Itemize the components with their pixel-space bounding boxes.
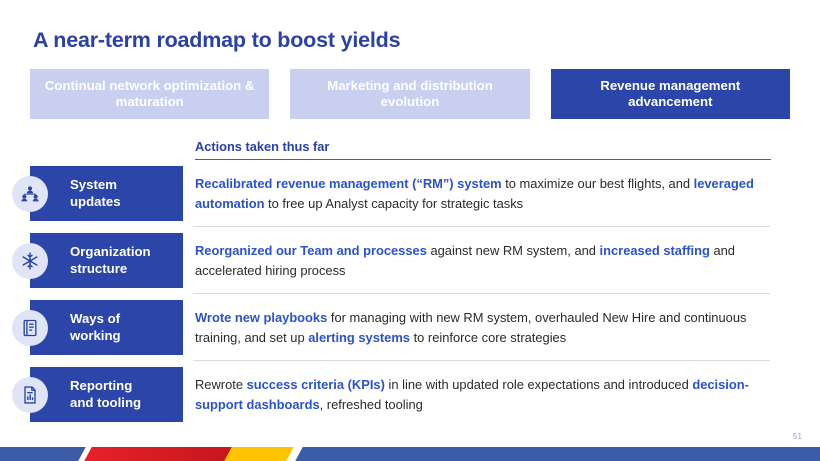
highlight-phrase: success criteria (KPIs) — [246, 376, 385, 392]
highlight-phrase: increased staffing — [599, 242, 710, 258]
actions-taken-header: Actions taken thus far — [195, 139, 771, 161]
row-divider — [193, 226, 770, 227]
highlight-phrase: Reorganized our Team and processes — [195, 242, 427, 258]
row-label-reporting-and-tooling[interactable]: Reporting and tooling — [12, 367, 183, 422]
page-number: 51 — [792, 431, 802, 441]
phase-chip-continual-network[interactable]: Continual network optimization & maturat… — [30, 69, 270, 119]
body-text: to reinforce core strategies — [409, 329, 567, 345]
highlight-phrase: Wrote new playbooks — [195, 309, 328, 325]
phase-chip-marketing-distribution[interactable]: Marketing and distribution evolution — [290, 69, 530, 119]
row-label-text: System updates — [70, 177, 121, 209]
row-label-system-updates[interactable]: System updates — [12, 166, 183, 221]
row-label-text: Ways of working — [70, 311, 121, 343]
header-divider — [195, 159, 771, 161]
highlight-phrase: decision-support dashboards — [195, 376, 749, 412]
body-text: , refreshed tooling — [319, 396, 423, 412]
table-row: Ways of working Wrote new playbooks for … — [12, 300, 790, 361]
row-divider — [193, 293, 770, 294]
phase-chip-row: Continual network optimization & maturat… — [30, 69, 790, 119]
table-row: System updates Recalibrated revenue mana… — [12, 166, 790, 227]
body-text: for managing with new RM system, overhau… — [195, 309, 747, 345]
body-text: in line with updated role expectations a… — [384, 376, 693, 392]
body-text: and accelerated hiring process — [195, 242, 735, 278]
row-body-reporting-and-tooling: Rewrote success criteria (KPIs) in line … — [183, 367, 790, 422]
actions-taken-label: Actions taken thus far — [195, 139, 330, 154]
body-text: Rewrote — [195, 376, 247, 392]
row-body-ways-of-working: Wrote new playbooks for managing with ne… — [183, 300, 790, 355]
phase-chip-revenue-management[interactable]: Revenue management advancement — [550, 69, 790, 119]
row-body-organization-structure: Reorganized our Team and processes again… — [183, 233, 790, 288]
table-row: Reporting and tooling Rewrote success cr… — [12, 367, 790, 422]
table-row: Organization structure Reorganized our T… — [12, 233, 790, 294]
org-snowflake-icon — [12, 242, 48, 279]
footer-accent-red — [84, 447, 242, 461]
brand-footer-bar — [0, 447, 820, 461]
report-chart-icon — [12, 376, 48, 413]
row-divider — [193, 360, 770, 361]
row-label-text: Reporting and tooling — [70, 378, 142, 410]
row-body-system-updates: Recalibrated revenue management (“RM”) s… — [183, 166, 790, 221]
body-text: against new RM system, and — [426, 242, 600, 258]
playbook-icon — [12, 309, 48, 346]
row-label-organization-structure[interactable]: Organization structure — [12, 233, 183, 288]
highlight-phrase: leveraged automation — [195, 175, 754, 211]
page-title: A near-term roadmap to boost yields — [33, 28, 401, 52]
body-text: to maximize our best flights, and — [501, 175, 694, 191]
people-network-icon — [12, 175, 48, 212]
row-label-ways-of-working[interactable]: Ways of working — [12, 300, 183, 355]
row-label-text: Organization structure — [70, 244, 151, 276]
highlight-phrase: Recalibrated revenue management (“RM”) s… — [195, 175, 502, 191]
highlight-phrase: alerting systems — [308, 329, 410, 345]
roadmap-row-list: System updates Recalibrated revenue mana… — [12, 166, 790, 422]
body-text: to free up Analyst capacity for strategi… — [264, 195, 524, 211]
